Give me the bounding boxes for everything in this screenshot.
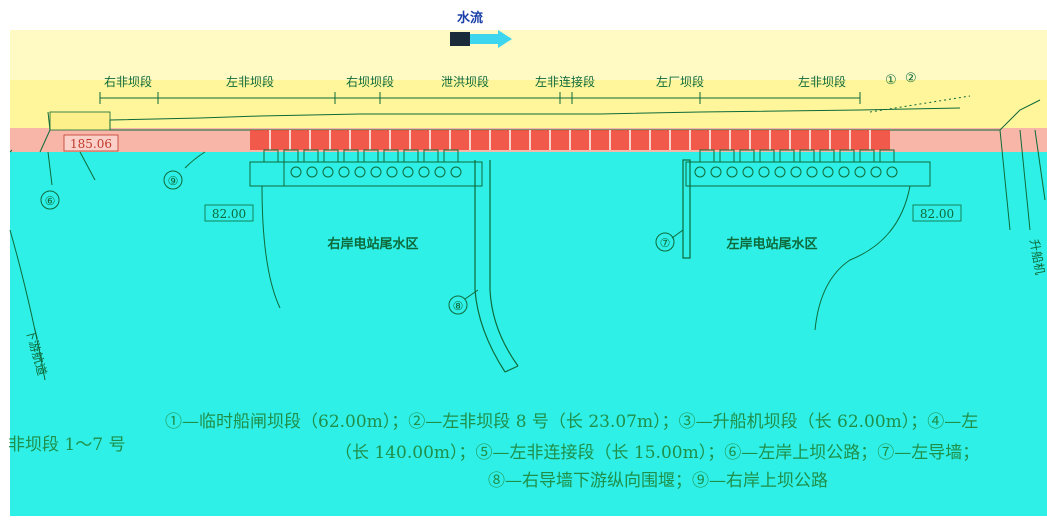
elevation-box-left [63, 134, 119, 152]
top-right-markers: ① ② [885, 71, 917, 88]
zone-left-station: 左岸电站尾水区 [726, 236, 817, 252]
svg-text:⑨: ⑨ [168, 174, 179, 188]
section-label-2: 左非坝段 [226, 74, 274, 89]
right-tailwater-boundary [261, 185, 281, 309]
elevation-left: 185.06 [70, 137, 112, 151]
elevation-right: 82.00 [920, 207, 954, 221]
caption-line-2: （长 140.00m）；⑤—左非连接段（长 15.00m）；⑥—左岸上坝公路；⑦… [335, 443, 980, 463]
marker-2: ② [905, 71, 917, 86]
caption-line-1: ①—临时船闸坝段（62.00m）；②—左非坝段 8 号（长 23.07m）；③—… [165, 412, 979, 432]
marker-6: ⑥ [40, 190, 60, 210]
pier-stripes [269, 130, 871, 150]
powerhouse-right [249, 149, 483, 187]
right-vertical-text: 升船机 [1027, 238, 1047, 276]
right-roads [999, 129, 1046, 231]
marker-7: ⑦ [655, 229, 684, 252]
band-top [10, 30, 1047, 80]
caption-left-fragment: 非坝段 1～7 号 [8, 435, 126, 455]
elevation-box-mid-left [204, 204, 254, 222]
section-label-6: 左厂坝段 [656, 74, 704, 89]
elevation-box-right [912, 204, 962, 222]
elevation-mid-left: 82.00 [212, 207, 246, 221]
section-label-1: 右非坝段 [104, 74, 152, 89]
marker-9: ⑨ [163, 170, 183, 190]
flow-arrow-icon [450, 30, 512, 48]
section-label-3: 右坝坝段 [346, 74, 394, 89]
section-label-5: 左非连接段 [535, 74, 595, 89]
zone-right-station: 右岸电站尾水区 [326, 236, 418, 252]
section-labels: 右非坝段 左非坝段 右坝坝段 泄洪坝段 左非连接段 左厂坝段 左非坝段 [104, 74, 846, 89]
svg-text:⑦: ⑦ [660, 236, 671, 250]
left-tailwater-boundary [814, 185, 911, 331]
caption-line-3: ⑧—右导墙下游纵向围堰；⑨—右岸上坝公路 [488, 471, 828, 491]
water-area [10, 152, 1047, 516]
section-label-4: 泄洪坝段 [441, 74, 489, 89]
dimension-ticks [99, 92, 861, 104]
marker-8: ⑧ [448, 289, 479, 315]
svg-text:⑥: ⑥ [45, 194, 56, 208]
flow-label: 水流 [457, 10, 483, 26]
section-label-7: 左非坝段 [798, 74, 846, 89]
marker-1: ① [885, 73, 897, 88]
band-yellow [10, 80, 1047, 130]
svg-text:⑧: ⑧ [453, 299, 464, 313]
left-guide-wall [682, 159, 691, 259]
left-roads [9, 149, 206, 381]
powerhouse-left [685, 149, 931, 187]
